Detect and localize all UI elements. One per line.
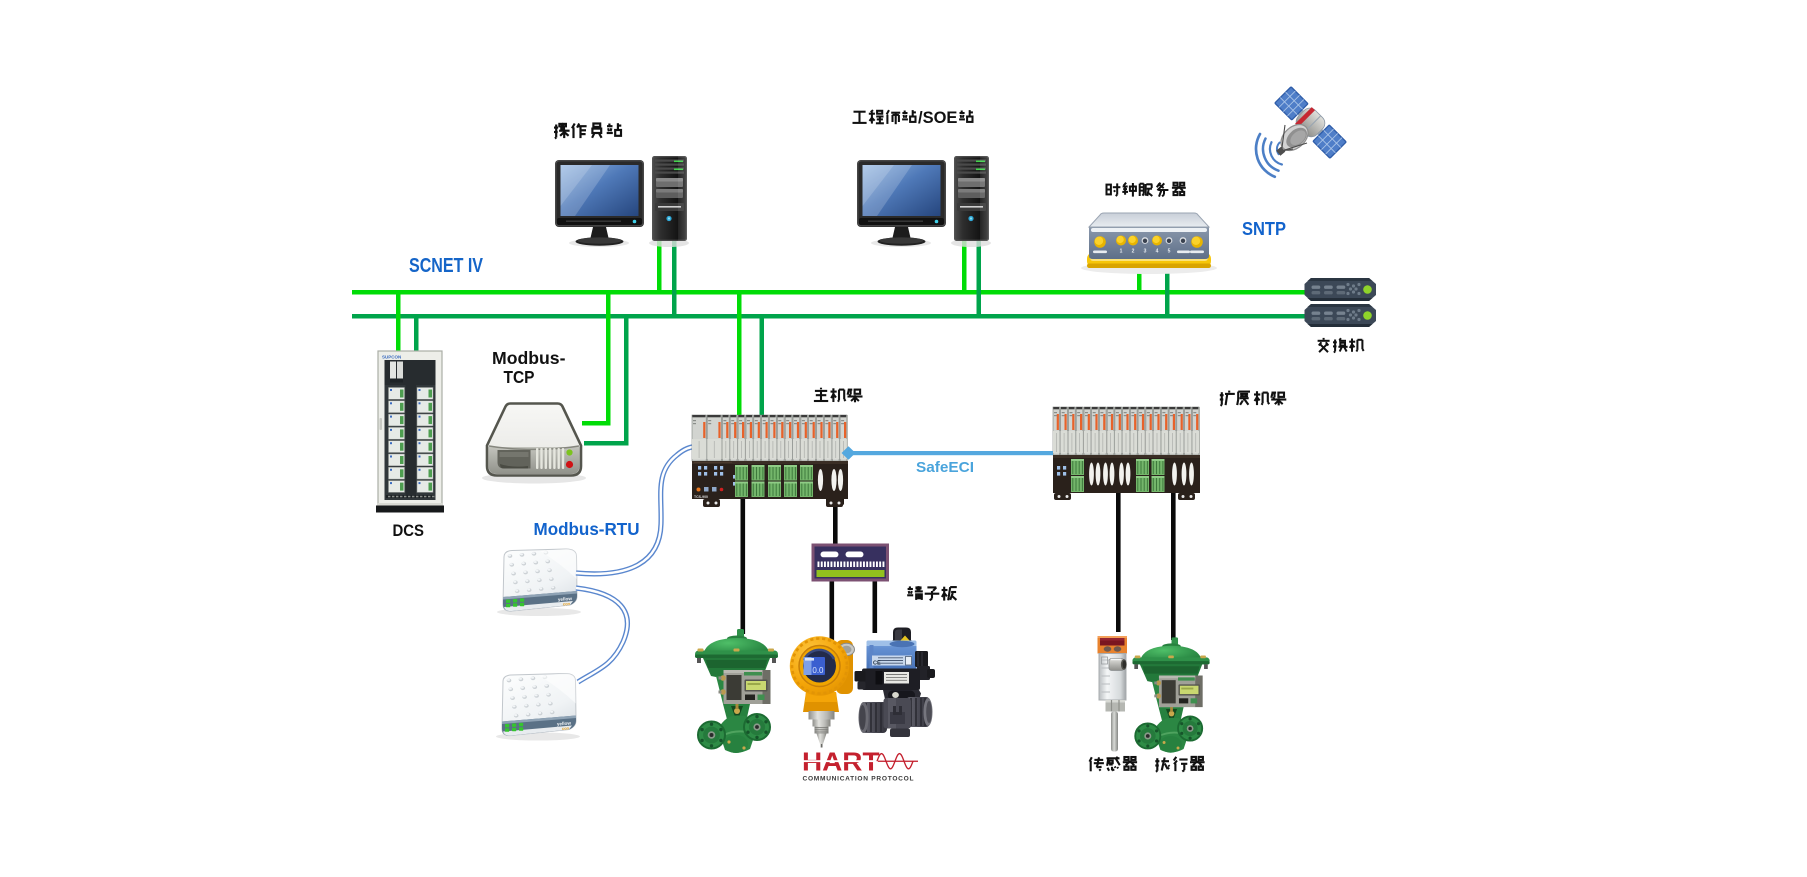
svg-text:0.0: 0.0 xyxy=(812,666,824,675)
svg-text:Modbus-RTU: Modbus-RTU xyxy=(534,519,640,539)
svg-text:SCNET IV: SCNET IV xyxy=(409,255,484,277)
svg-text:1: 1 xyxy=(1120,249,1123,255)
svg-text:yellow: yellow xyxy=(557,721,572,727)
svg-text:con: con xyxy=(563,601,571,607)
svg-text:5: 5 xyxy=(1168,249,1171,255)
svg-text:SafeECI: SafeECI xyxy=(916,459,974,476)
svg-text:con: con xyxy=(562,725,570,731)
svg-text:COMMUNICATION PROTOCOL: COMMUNICATION PROTOCOL xyxy=(803,775,914,782)
svg-text:3: 3 xyxy=(1144,249,1147,255)
svg-text:TCS-900: TCS-900 xyxy=(694,495,708,499)
svg-text:yellow: yellow xyxy=(558,596,573,602)
svg-text:2: 2 xyxy=(1132,249,1135,255)
svg-text:Modbus-: Modbus- xyxy=(492,348,566,368)
svg-text:/SOE: /SOE xyxy=(918,109,957,127)
svg-text:TCP: TCP xyxy=(504,367,535,387)
svg-text:CE: CE xyxy=(873,661,881,667)
svg-text:4: 4 xyxy=(1156,249,1159,255)
svg-text:SNTP: SNTP xyxy=(1242,218,1286,239)
svg-text:DCS: DCS xyxy=(393,522,425,540)
svg-text:SUPCON: SUPCON xyxy=(382,355,401,360)
